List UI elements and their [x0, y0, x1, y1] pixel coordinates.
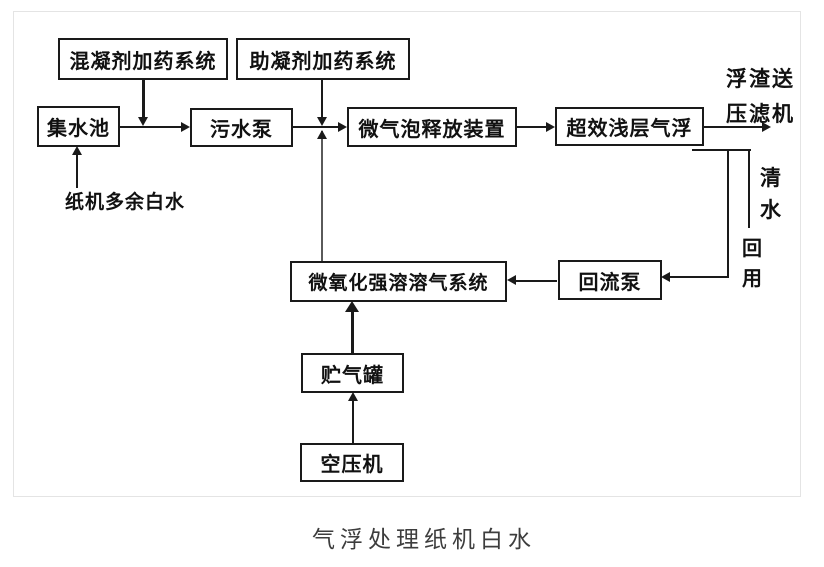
line-influent-up [76, 152, 78, 188]
arrowhead-into-sewage-pump [181, 122, 190, 132]
arrowhead-into-dissolved-air [507, 275, 516, 285]
line-daf-bottom-outlet [692, 149, 751, 151]
arrowhead-into-bubble-device [338, 122, 347, 132]
line-dissolved-air-riser [321, 131, 323, 261]
line-sump-to-pump [120, 126, 182, 128]
line-coagulant-down [142, 80, 145, 118]
diagram-caption: 气浮处理纸机白水 [312, 526, 536, 552]
label-scum-to-filter-press: 浮渣送 压滤机 [726, 62, 795, 132]
label-clear-char2: 水 [760, 199, 781, 222]
node-collection-sump: 集水池 [37, 106, 120, 147]
line-to-return-pump [670, 276, 729, 278]
arrowhead-into-sump [72, 146, 82, 155]
line-bubble-to-daf [517, 126, 547, 128]
arrowhead-coagulant-into-pipe [138, 117, 148, 126]
node-coagulant-dosing-system: 混凝剂加药系统 [58, 38, 228, 80]
arrowhead-into-daf [546, 122, 555, 132]
label-clear-water: 清 水 [760, 163, 781, 227]
node-air-storage-tank: 贮气罐 [301, 353, 404, 393]
line-tank-to-dissolved [351, 311, 354, 353]
arrowhead-to-filter-press [762, 122, 771, 132]
line-flocculant-down [321, 80, 323, 118]
node-microbubble-release-device: 微气泡释放装置 [347, 107, 517, 147]
line-compressor-to-tank [352, 400, 354, 443]
label-scum-line1: 浮渣送 [726, 68, 795, 91]
line-clear-water-return [727, 149, 729, 278]
label-influent-white-water: 纸机多余白水 [65, 192, 186, 213]
node-return-pump: 回流泵 [558, 260, 662, 300]
image-frame [13, 11, 801, 497]
label-clear-char1: 清 [760, 167, 781, 190]
node-flocculant-dosing-system: 助凝剂加药系统 [236, 38, 410, 80]
arrowhead-riser-into-pipe [317, 130, 327, 139]
arrowhead-into-tank [348, 392, 358, 401]
line-pump-to-bubble [293, 126, 339, 128]
node-air-compressor: 空压机 [300, 443, 404, 482]
line-daf-to-scum [704, 126, 763, 128]
label-reuse-char1: 回 [742, 238, 762, 260]
arrowhead-flocculant-into-pipe [317, 117, 327, 126]
node-dissolved-air-system: 微氧化强溶溶气系统 [290, 261, 507, 302]
label-reuse: 回 用 [742, 234, 762, 294]
node-shallow-air-flotation: 超效浅层气浮 [555, 107, 704, 146]
arrowhead-into-return-pump [661, 272, 670, 282]
line-clear-water-reuse [748, 149, 750, 228]
arrowhead-tank-into-dissolved [345, 301, 359, 312]
label-scum-line2: 压滤机 [726, 103, 795, 126]
label-reuse-char2: 用 [742, 268, 762, 290]
line-return-pump-to-dissolved [516, 280, 557, 282]
node-sewage-pump: 污水泵 [190, 108, 293, 147]
